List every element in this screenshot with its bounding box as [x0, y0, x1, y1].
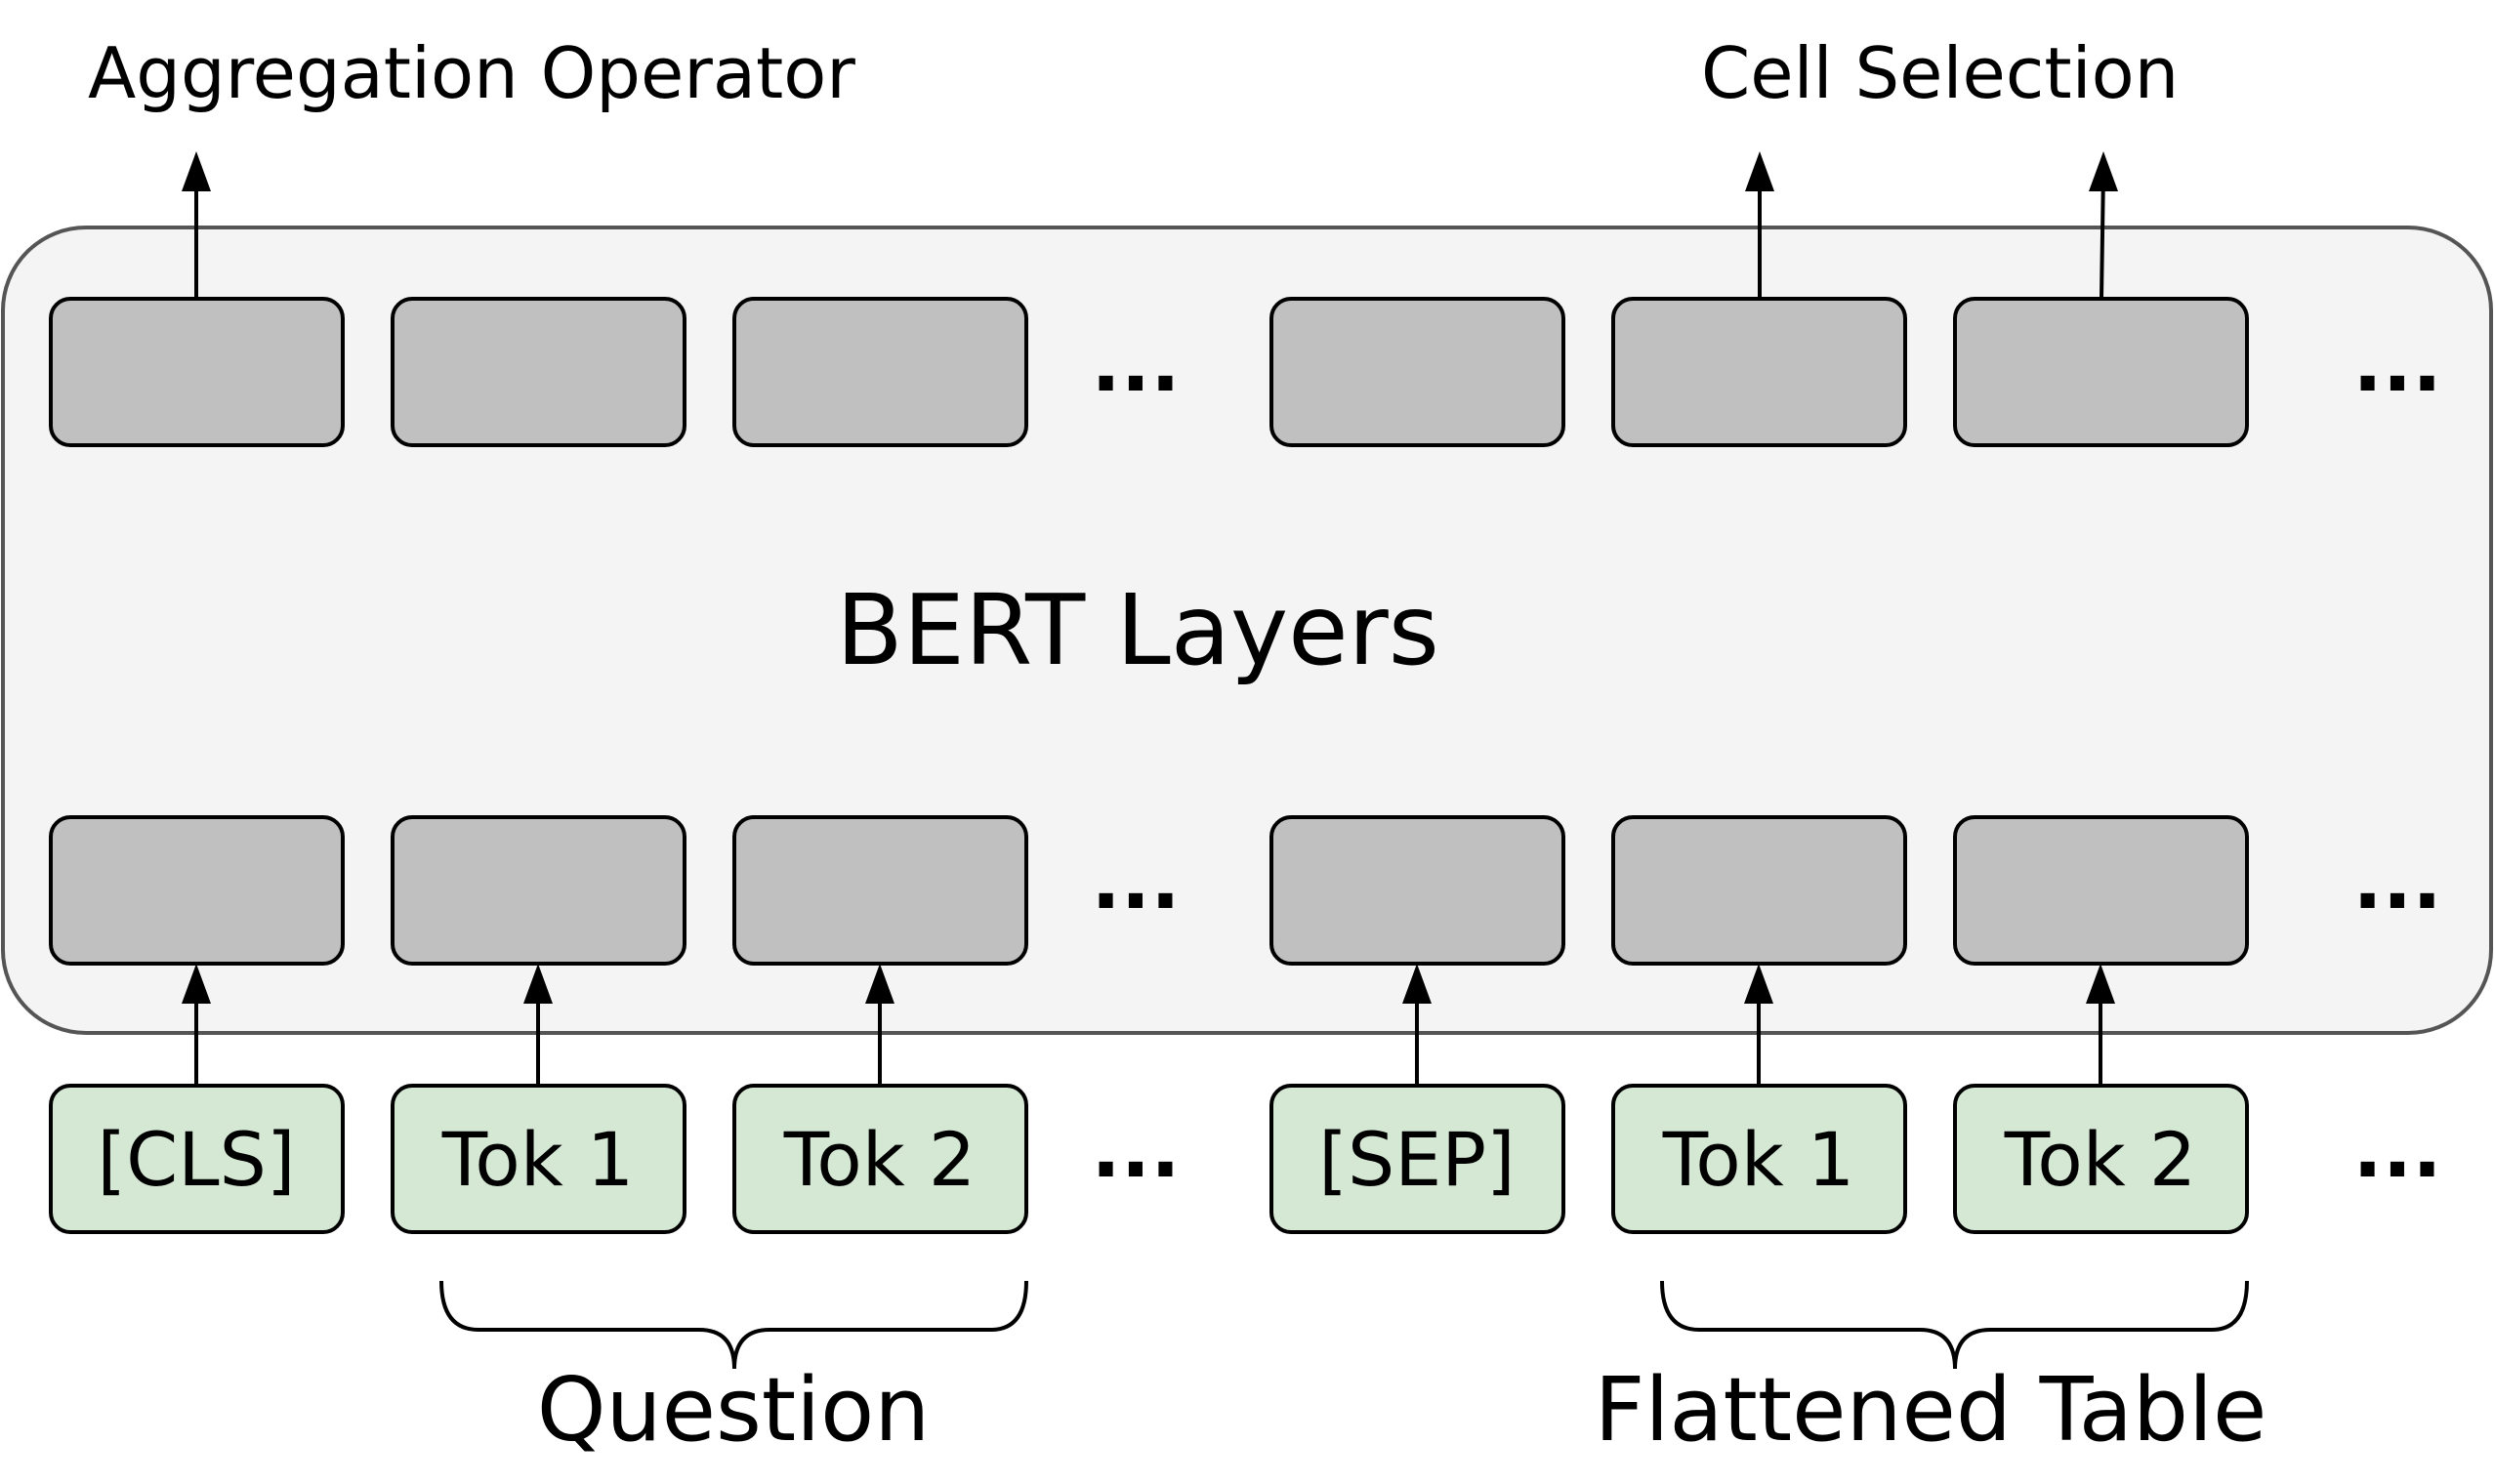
top-hidden-box	[49, 297, 345, 447]
flattened-table-group-label: Flattened Table	[1595, 1359, 2267, 1462]
token-box-sep	[1269, 1084, 1565, 1234]
top-hidden-box	[1269, 297, 1565, 447]
arrowhead-icon	[1402, 964, 1432, 1004]
top-hidden-box	[1611, 297, 1907, 447]
token-box-question-tok1	[391, 1084, 686, 1234]
token-box-table-tok1	[1611, 1084, 1907, 1234]
arrowhead-icon	[1745, 151, 1774, 191]
token-label: [CLS]	[98, 1116, 296, 1203]
arrowhead-icon	[182, 151, 211, 191]
token-box-cls	[49, 1084, 345, 1234]
token-label: Tok 1	[1662, 1116, 1855, 1203]
token-box-question-tok2	[732, 1084, 1028, 1234]
token-label: [SEP]	[1318, 1116, 1515, 1203]
flattened-table-brace	[1660, 1280, 2249, 1370]
question-brace	[439, 1280, 1028, 1370]
top-ellipsis-middle: ...	[1091, 318, 1180, 409]
bottom-hidden-box	[1611, 815, 1907, 966]
top-hidden-box	[1953, 297, 2249, 447]
arrowhead-icon	[182, 964, 211, 1004]
token-label: Tok 1	[441, 1116, 635, 1203]
top-hidden-box	[391, 297, 686, 447]
bert-layers-label: BERT Layers	[836, 573, 1439, 687]
bottom-hidden-box	[391, 815, 686, 966]
token-label: Tok 2	[2004, 1116, 2197, 1203]
bottom-hidden-box	[1269, 815, 1565, 966]
arrowhead-icon	[2089, 151, 2118, 191]
cell-selection-label: Cell Selection	[1701, 32, 2179, 114]
question-group-label: Question	[537, 1359, 931, 1462]
aggregation-operator-label: Aggregation Operator	[88, 32, 855, 114]
arrowhead-icon	[1744, 964, 1773, 1004]
bottom-ellipsis-right: ...	[2352, 836, 2441, 927]
top-ellipsis-right: ...	[2352, 318, 2441, 409]
arrowhead-icon	[2086, 964, 2115, 1004]
bottom-hidden-box	[49, 815, 345, 966]
bottom-hidden-box	[732, 815, 1028, 966]
token-box-table-tok2	[1953, 1084, 2249, 1234]
cell-selection-output-arrow-2	[2100, 170, 2105, 299]
token-ellipsis-middle: ...	[1091, 1104, 1180, 1195]
bottom-ellipsis-middle: ...	[1091, 836, 1180, 927]
token-ellipsis-right: ...	[2352, 1104, 2441, 1195]
arrowhead-icon	[523, 964, 553, 1004]
token-label: Tok 2	[783, 1116, 977, 1203]
arrowhead-icon	[865, 964, 894, 1004]
bottom-hidden-box	[1953, 815, 2249, 966]
top-hidden-box	[732, 297, 1028, 447]
